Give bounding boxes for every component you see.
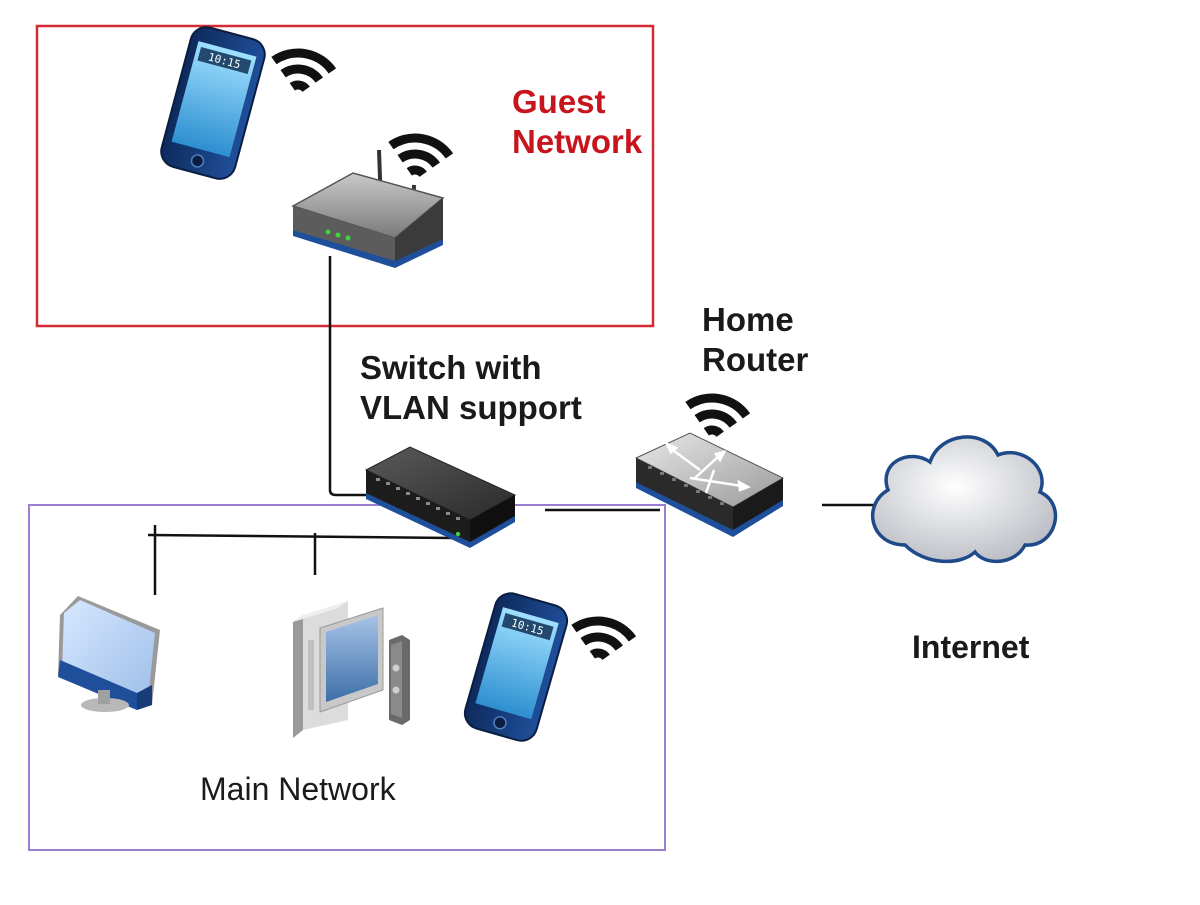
cloud-icon xyxy=(871,435,1058,564)
main-network-box xyxy=(28,504,666,851)
guest-network-label: Guest Network xyxy=(512,82,642,161)
phone-icon: 10:15 xyxy=(160,26,266,180)
desktop-pc-icon xyxy=(293,601,410,738)
switch-label: Switch with VLAN support xyxy=(360,348,582,427)
wifi-icon xyxy=(388,133,454,178)
switch-label-line2: VLAN support xyxy=(360,388,582,426)
wifi-icon xyxy=(685,393,751,438)
switch-icon xyxy=(364,446,517,548)
main-network-label: Main Network xyxy=(200,771,396,807)
guest-network-label-line1: Guest xyxy=(512,83,606,120)
guest-network-box xyxy=(35,24,655,328)
guest-network-label-line2: Network xyxy=(512,122,643,160)
router-icon xyxy=(634,432,785,537)
switch-label-line1: Switch with xyxy=(360,349,542,386)
monitor-icon xyxy=(58,596,160,712)
home-router-label-line2: Router xyxy=(702,340,809,378)
wifi-icon xyxy=(571,616,637,661)
home-router-label: Home Router xyxy=(702,300,808,379)
home-router-label-line1: Home xyxy=(702,301,794,338)
wireless-access-point-icon xyxy=(291,149,445,268)
wire-main-bus xyxy=(147,533,453,540)
wires xyxy=(147,256,880,595)
internet-label: Internet xyxy=(912,629,1030,665)
phone-icon: 10:15 xyxy=(463,592,569,742)
wifi-icon xyxy=(271,48,337,93)
wire-ap-to-switch xyxy=(328,256,376,497)
